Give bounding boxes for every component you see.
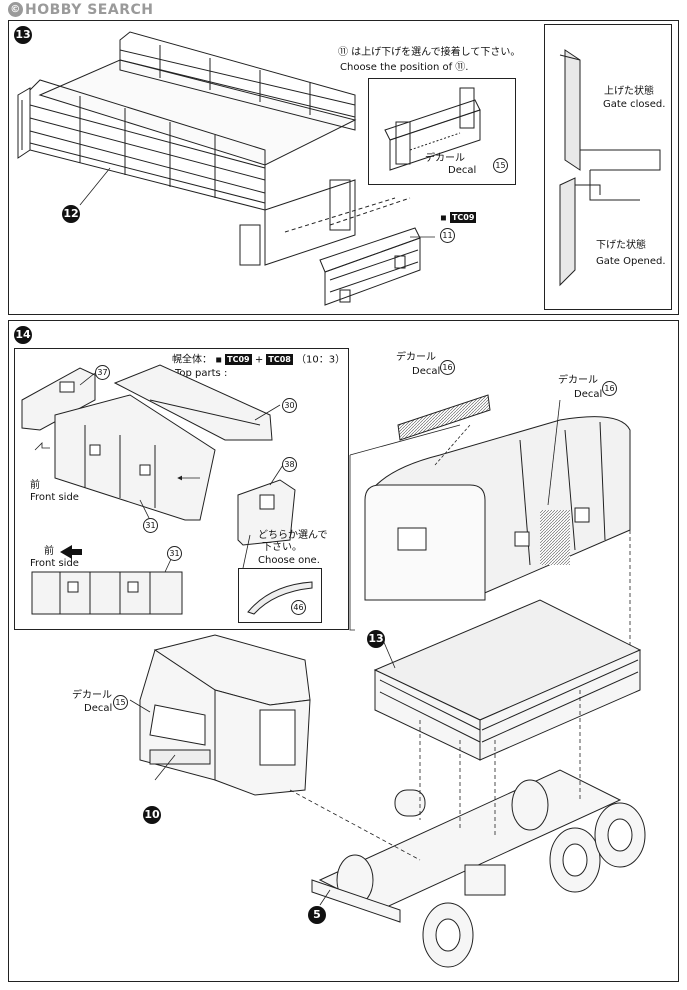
part-10-marker: 10	[143, 806, 161, 824]
paint-ratio: （10：3）	[296, 354, 346, 366]
hobby-search-logo: ©HOBBY SEARCH	[8, 2, 153, 18]
choose-jp-line2: 下さい。	[262, 542, 302, 553]
gate-detail-box	[368, 78, 516, 185]
decal16a-badge: 16	[440, 360, 455, 375]
choose-jp-line1: どちらか選んで	[258, 530, 328, 541]
decal-15-label-jp: デカール	[425, 153, 465, 164]
top-parts-jp: 幌全体： ▪ TC09 + TC08 （10：3）	[172, 354, 345, 367]
decal16b-jp: デカール	[558, 375, 598, 386]
part-11-badge: 11	[440, 228, 455, 243]
step-13-number: 13	[14, 26, 32, 44]
decal-15-num: 15	[493, 158, 508, 173]
part-11-label: 11	[440, 228, 455, 243]
front-jp: 前	[30, 480, 40, 491]
part-38-badge: 38	[282, 457, 297, 472]
front2-jp: 前	[44, 546, 54, 557]
front-en: Front side	[30, 492, 79, 503]
paint-code-a: TC09	[225, 354, 252, 365]
step-14-number: 14	[14, 326, 32, 344]
decal-15-en-text: Decal	[448, 165, 477, 176]
gate-open-jp: 下げた状態	[596, 240, 646, 251]
decal16a-num: 16	[440, 360, 455, 375]
paint-code-tc09: TC09	[449, 212, 477, 223]
part-31b-badge: 31	[167, 546, 182, 561]
part-31-label: 31	[143, 518, 158, 533]
logo-text: HOBBY SEARCH	[25, 2, 154, 18]
part-38-label: 38	[282, 457, 297, 472]
decal-15-badge: 15	[493, 158, 508, 173]
decal15b-badge: 15	[113, 695, 128, 710]
paint-plus: +	[254, 354, 264, 366]
part-37-label: 37	[95, 365, 110, 380]
part-31b-label: 31	[167, 546, 182, 561]
part-31-badge: 31	[143, 518, 158, 533]
choose-en: Choose one.	[258, 555, 320, 566]
logo-badge: ©	[8, 2, 23, 17]
decal16b-num: 16	[602, 381, 617, 396]
decal-15-label-en: Decal	[448, 165, 476, 177]
instruction-en: Choose the position of ⑪.	[340, 62, 469, 73]
decal16b-en: Decal	[574, 389, 603, 400]
decal16b-badge: 16	[602, 381, 617, 396]
part-13-marker: 13	[367, 630, 385, 648]
gate-closed-jp: 上げた状態	[604, 86, 654, 97]
top-parts-en: Top parts :	[175, 368, 228, 379]
gate-closed-en: Gate closed.	[603, 99, 666, 110]
part-12-marker: 12	[62, 205, 80, 223]
part-30-badge: 30	[282, 398, 297, 413]
paint-tc09-label: ▪ TC09	[440, 212, 477, 225]
decal15b-jp: デカール	[72, 690, 112, 701]
front2-en: Front side	[30, 558, 79, 569]
part-37-badge: 37	[95, 365, 110, 380]
part-46-label: 46	[291, 600, 306, 615]
decal16a-jp: デカール	[396, 352, 436, 363]
decal15b-num: 15	[113, 695, 128, 710]
paint-code-b: TC08	[266, 354, 293, 365]
instruction-jp: ⑪ は上げ下げを選んで接着して下さい。	[338, 47, 521, 58]
part-46-badge: 46	[291, 600, 306, 615]
gate-open-en: Gate Opened.	[596, 256, 666, 267]
top-parts-jp-text: 幌全体：	[172, 354, 212, 366]
paint-flag-icon-2: ▪	[215, 354, 222, 366]
decal15b-en: Decal	[84, 703, 113, 714]
decal16a-en: Decal	[412, 366, 441, 377]
part-30-label: 30	[282, 398, 297, 413]
part-5-marker: 5	[308, 906, 326, 924]
paint-flag-icon: ▪	[440, 212, 447, 224]
